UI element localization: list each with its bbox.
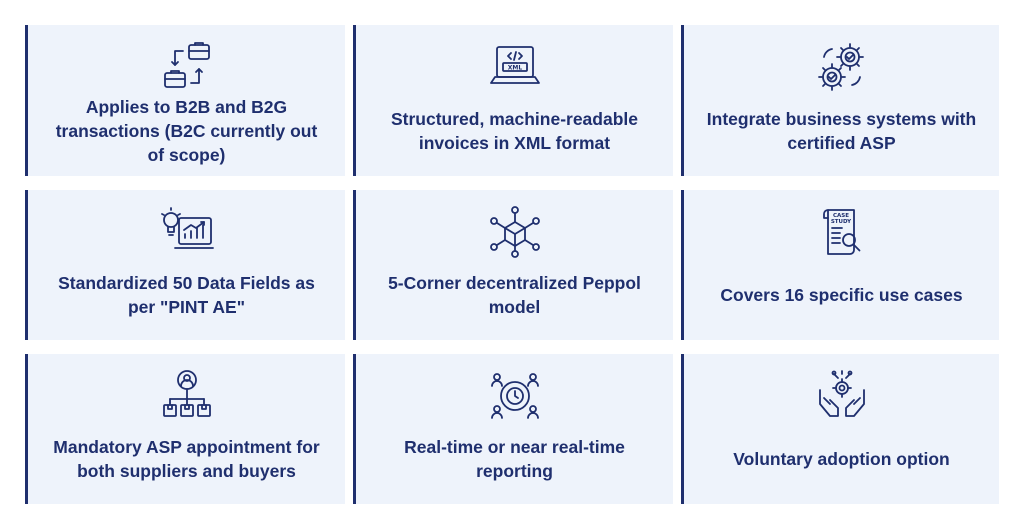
card-data-fields: Standardized 50 Data Fields as per "PINT… xyxy=(25,190,345,340)
card-voluntary-adoption: Voluntary adoption option xyxy=(681,354,999,504)
card-text: Structured, machine-readable invoices in… xyxy=(390,108,639,153)
card-text: Voluntary adoption option xyxy=(733,449,950,469)
svg-text:CASE: CASE xyxy=(832,213,848,219)
workflow-briefcase-icon xyxy=(159,39,215,95)
card-integrate-systems: Integrate business systems with certifie… xyxy=(681,25,999,176)
network-cube-icon xyxy=(487,204,543,260)
hands-gear-icon xyxy=(814,368,870,424)
card-text: Applies to B2B and B2G transactions (B2C… xyxy=(55,97,318,165)
data-analytics-icon xyxy=(159,204,215,260)
card-b2b-b2g: Applies to B2B and B2G transactions (B2C… xyxy=(25,25,345,176)
card-text: Covers 16 specific use cases xyxy=(720,285,963,305)
card-text: Integrate business systems with certifie… xyxy=(706,108,977,153)
card-text: Standardized 50 Data Fields as per "PINT… xyxy=(58,273,315,317)
card-asp-appointment: Mandatory ASP appointment for both suppl… xyxy=(25,354,345,504)
gears-integration-icon xyxy=(814,39,870,95)
card-use-cases: CASE STUDY Covers 16 specific use cases xyxy=(681,190,999,340)
card-peppol-model: 5-Corner decentralized Peppol model xyxy=(353,190,673,340)
feature-grid: Applies to B2B and B2G transactions (B2C… xyxy=(25,25,999,504)
card-realtime-reporting: Real-time or near real-time reporting xyxy=(353,354,673,504)
card-text: Mandatory ASP appointment for both suppl… xyxy=(53,437,320,481)
user-hierarchy-icon xyxy=(159,368,215,424)
case-study-icon: CASE STUDY xyxy=(814,204,870,260)
svg-text:XML: XML xyxy=(507,65,522,72)
xml-laptop-icon: XML xyxy=(487,39,543,95)
svg-text:STUDY: STUDY xyxy=(830,219,851,225)
card-text: Real-time or near real-time reporting xyxy=(404,437,625,481)
card-xml-invoices: XML Structured, machine-readable invoice… xyxy=(353,25,673,176)
realtime-users-icon xyxy=(487,368,543,424)
card-text: 5-Corner decentralized Peppol model xyxy=(388,273,641,317)
